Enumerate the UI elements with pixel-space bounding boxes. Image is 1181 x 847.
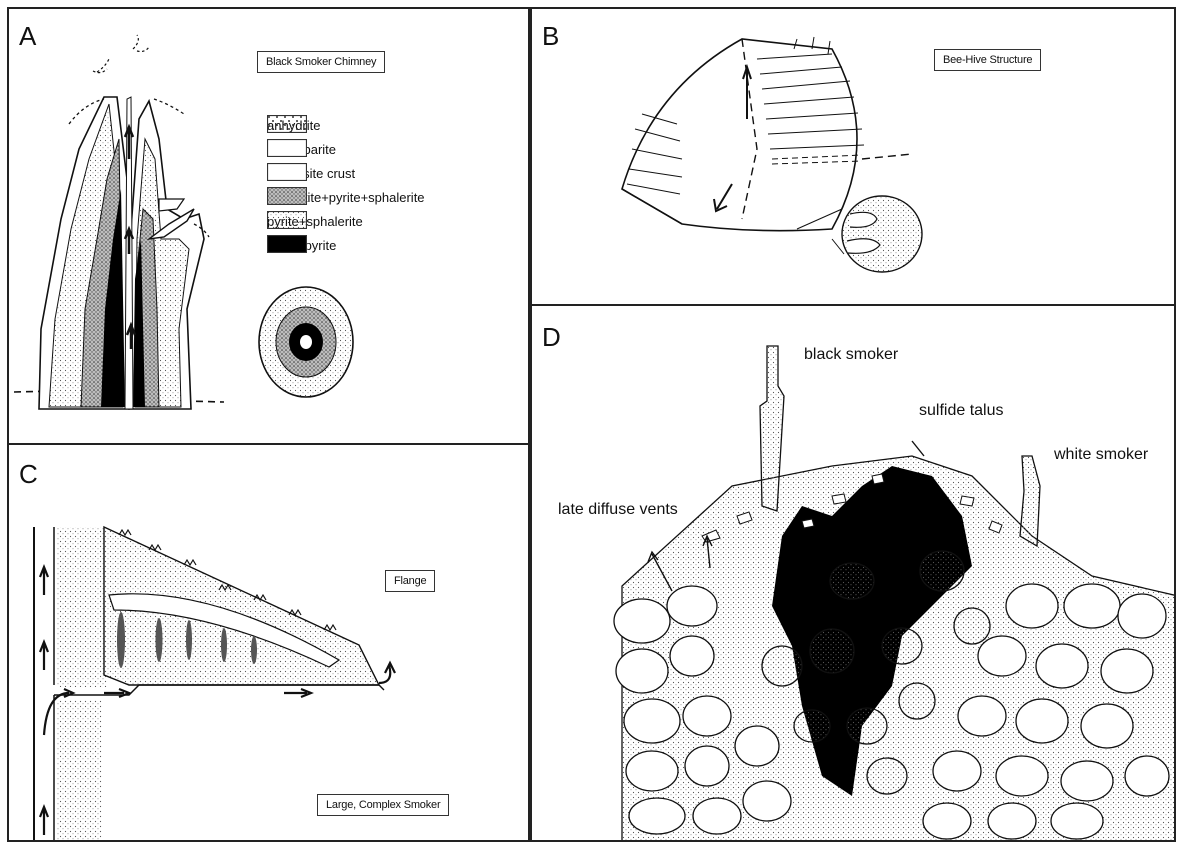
panel-c-caption: Large, Complex Smoker <box>317 794 449 816</box>
black-smoker-label: black smoker <box>804 346 898 364</box>
mound-diagram <box>532 306 1176 842</box>
panel-b-title: Bee-Hive Structure <box>934 49 1041 71</box>
legend-item: silica+barite <box>267 139 336 159</box>
late-diffuse-vents-label: late diffuse vents <box>558 501 678 519</box>
panel-a: A Black Smoker Chimney anhydrite silica+b… <box>7 7 530 445</box>
legend-swatch <box>267 115 307 133</box>
white-smoker-label: white smoker <box>1054 446 1148 464</box>
legend-item: chalcopyrite <box>267 235 336 255</box>
legend-swatch <box>267 211 307 229</box>
panel-b: B Bee-Hive Structure <box>530 7 1176 306</box>
legend-swatch <box>267 235 307 253</box>
flange-label: Flange <box>385 570 435 592</box>
panel-d-letter: D <box>542 322 561 353</box>
legend-item: anhydrite <box>267 115 320 135</box>
panel-b-letter: B <box>542 21 559 52</box>
panel-a-title: Black Smoker Chimney <box>257 51 385 73</box>
flange-diagram <box>9 445 530 842</box>
panel-c-letter: C <box>19 459 38 490</box>
bee-hive-diagram <box>532 9 1176 306</box>
legend-swatch <box>267 139 307 157</box>
legend-swatch <box>267 163 307 181</box>
panel-d: D black smoker sulfide talus white smoke… <box>530 304 1176 842</box>
panel-a-letter: A <box>19 21 36 52</box>
sulfide-talus-label: sulfide talus <box>919 402 1004 420</box>
panel-c: C Flange Large, Complex Smoker <box>7 443 530 842</box>
legend-swatch <box>267 187 307 205</box>
legend-item: marcasite crust <box>267 163 355 183</box>
legend-item: pyrrhotite+pyrite+sphalerite <box>267 187 425 207</box>
legend-item: pyrite+sphalerite <box>267 211 363 231</box>
